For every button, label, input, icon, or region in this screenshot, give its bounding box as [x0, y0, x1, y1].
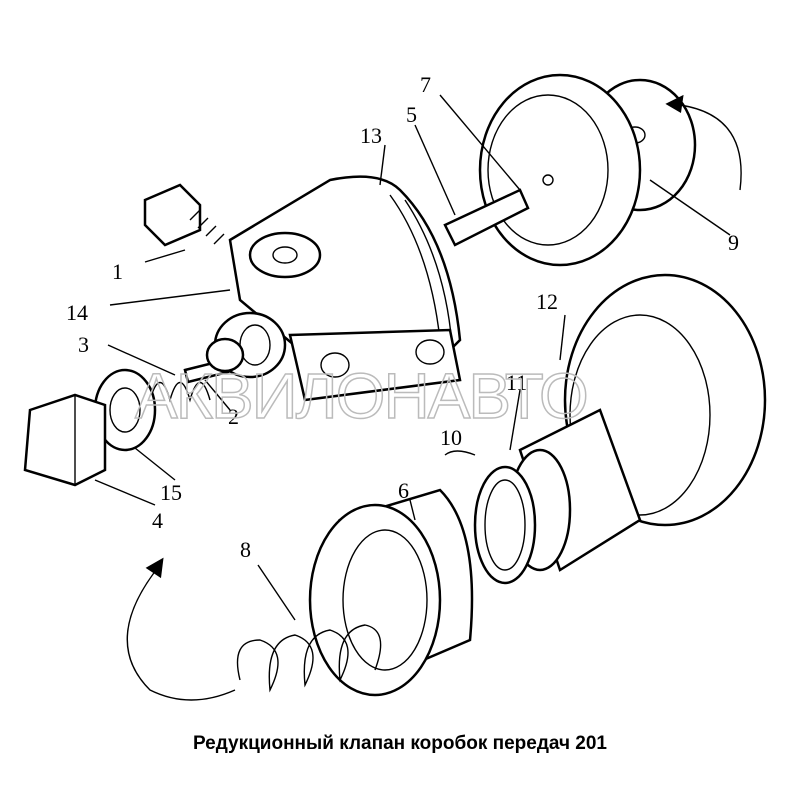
label-4: 4	[152, 508, 163, 533]
part-7-diaphragm	[478, 73, 642, 267]
label-5: 5	[406, 102, 417, 127]
label-13: 13	[360, 123, 382, 148]
leader-lines	[94, 94, 731, 621]
part-5-pin	[443, 188, 530, 247]
part-13-body	[228, 175, 462, 402]
label-2: 2	[228, 404, 239, 429]
label-7: 7	[420, 72, 431, 97]
label-3: 3	[78, 332, 89, 357]
label-15: 15	[160, 480, 182, 505]
rotation-arrow-bottom	[126, 564, 236, 701]
label-1: 1	[112, 259, 123, 284]
label-9: 9	[728, 230, 739, 255]
watermark: АКВИЛОНАВТО	[135, 360, 587, 432]
label-14: 14	[66, 300, 88, 325]
rotation-arrow-top	[669, 103, 742, 191]
label-8: 8	[240, 537, 251, 562]
part-2-valve	[183, 337, 245, 384]
part-1-bolt	[143, 183, 225, 247]
label-6: 6	[398, 478, 409, 503]
label-10: 10	[440, 425, 462, 450]
diagram-caption: Редукционный клапан коробок передач 201	[192, 733, 607, 754]
label-11: 11	[506, 370, 527, 395]
part-15-washer	[93, 368, 157, 452]
part-8-spring	[236, 624, 382, 693]
label-12: 12	[536, 289, 558, 314]
part-4-plug	[23, 393, 107, 487]
part-10-rings	[473, 465, 537, 585]
part-6-cup	[308, 488, 474, 697]
